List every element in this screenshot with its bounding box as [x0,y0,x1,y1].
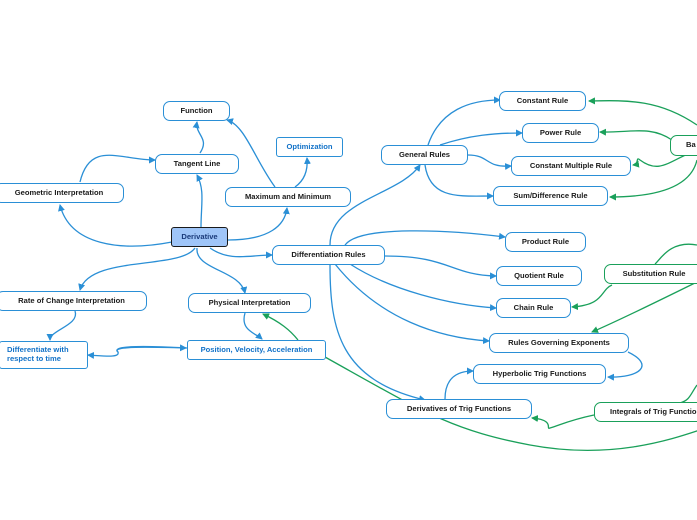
link-rules-product [344,230,506,246]
link-exponents-hyperbolic [607,351,643,381]
node-differentiation-rules[interactable]: Differentiation Rules [272,245,385,265]
node-product-rule[interactable]: Product Rule [505,232,586,252]
node-differentiate-wrt-time-label: Differentiate with respect to time [7,345,69,363]
link-derivative-physical [196,247,248,294]
node-basic-rules-label: Ba [686,140,696,150]
node-constant-rule[interactable]: Constant Rule [499,91,586,111]
link-tangent-function [192,121,205,154]
link-differentiate-position [116,344,187,353]
node-derivatives-trig-label: Derivatives of Trig Functions [406,403,512,413]
node-basic-rules[interactable]: Ba [670,135,697,156]
node-maximum-minimum[interactable]: Maximum and Minimum [225,187,351,207]
node-constant-rule-label: Constant Rule [516,95,569,105]
node-function-label: Function [180,105,213,115]
node-integrals-trig[interactable]: Integrals of Trig Functions [594,402,697,422]
link-basic-power [599,128,673,141]
node-derivative-label: Derivative [181,231,218,241]
node-physical-interpretation[interactable]: Physical Interpretation [188,293,311,313]
link-derivative-geometric [58,204,173,247]
link-physical-position [243,312,263,340]
link-derivative-rate [78,247,196,291]
link-rules-exponents [334,263,490,345]
node-optimization[interactable]: Optimization [276,137,343,157]
link-position-integrals-green [324,356,697,451]
link-rules-general [329,164,421,246]
node-quotient-rule-label: Quotient Rule [514,270,564,280]
link-edge-substitution [654,243,697,265]
node-sum-difference-rule[interactable]: Sum/Difference Rule [493,186,608,206]
link-derivative-maximum [227,207,290,241]
node-optimization-label: Optimization [286,141,333,151]
node-general-rules-label: General Rules [398,149,451,159]
node-general-rules[interactable]: General Rules [381,145,468,165]
link-integrals-trig [531,414,595,429]
link-basic-sum [609,159,697,201]
link-derivative-rules [209,247,273,259]
link-position-physical-green [262,313,299,341]
link-geometric-tangent [79,154,156,183]
node-maximum-minimum-label: Maximum and Minimum [244,191,332,201]
link-general-constant [427,96,501,146]
node-geometric-interpretation[interactable]: Geometric Interpretation [0,183,124,203]
link-basic-constant [588,97,697,126]
node-power-rule[interactable]: Power Rule [522,123,599,143]
node-differentiation-rules-label: Differentiation Rules [291,249,366,259]
link-derivative-tangent [196,174,203,228]
node-constant-multiple-rule-label: Constant Multiple Rule [529,160,613,170]
node-sum-difference-rule-label: Sum/Difference Rule [513,190,588,200]
node-tangent-line[interactable]: Tangent Line [155,154,239,174]
link-rules-quotient [384,255,497,280]
node-quotient-rule[interactable]: Quotient Rule [496,266,582,286]
node-position-velocity-label: Position, Velocity, Acceleration [200,344,313,354]
node-derivative[interactable]: Derivative [171,227,228,247]
node-physical-interpretation-label: Physical Interpretation [208,297,291,307]
node-rate-of-change-label: Rate of Change Interpretation [18,295,125,305]
node-chain-rule-label: Chain Rule [513,302,554,312]
node-function[interactable]: Function [163,101,230,121]
node-substitution-rule[interactable]: Substitution Rule [604,264,697,284]
link-edge-exponents [591,281,697,333]
link-maximum-optimization [294,157,311,188]
link-rules-trig [329,264,426,403]
link-general-sum [424,164,494,200]
node-hyperbolic-trig[interactable]: Hyperbolic Trig Functions [473,364,606,384]
node-position-velocity[interactable]: Position, Velocity, Acceleration [187,340,326,360]
link-general-multiple [467,154,512,170]
node-integrals-trig-label: Integrals of Trig Functions [610,406,697,416]
link-trig-hyperbolic [444,367,474,400]
node-geometric-interpretation-label: Geometric Interpretation [14,187,104,197]
node-chain-rule[interactable]: Chain Rule [496,298,571,318]
node-derivatives-trig[interactable]: Derivatives of Trig Functions [386,399,532,419]
node-constant-multiple-rule[interactable]: Constant Multiple Rule [511,156,631,176]
node-power-rule-label: Power Rule [539,127,582,137]
node-rules-governing-exponents-label: Rules Governing Exponents [508,337,610,347]
link-general-power [439,129,523,146]
link-maximum-function [226,118,276,188]
node-hyperbolic-trig-label: Hyperbolic Trig Functions [492,368,587,378]
node-product-rule-label: Product Rule [521,236,570,246]
link-edge-integrals [679,384,697,404]
node-tangent-line-label: Tangent Line [173,158,221,168]
node-substitution-rule-label: Substitution Rule [622,268,686,278]
link-rules-chain [349,263,497,312]
node-differentiate-wrt-time[interactable]: Differentiate with respect to time [0,341,88,369]
link-basic-multiple [632,149,697,168]
node-rate-of-change[interactable]: Rate of Change Interpretation [0,291,147,311]
node-rules-governing-exponents[interactable]: Rules Governing Exponents [489,333,629,353]
link-rate-differentiate [46,310,77,341]
link-substitution-chain [571,284,613,311]
